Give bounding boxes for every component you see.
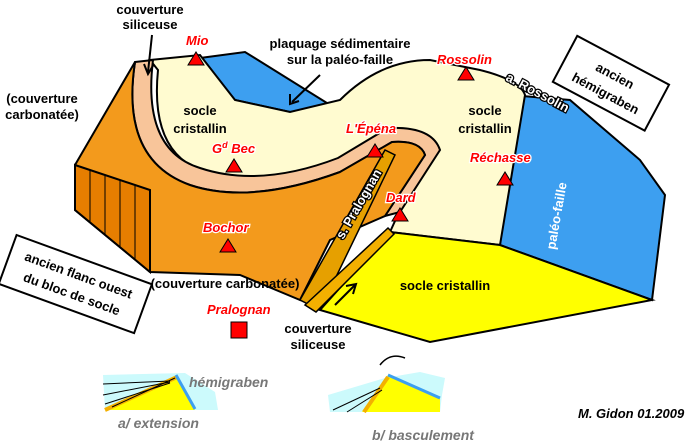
- summit-label-rossolin: Rossolin: [437, 52, 492, 67]
- bochor-triangle: [219, 238, 237, 253]
- dard-triangle: [391, 207, 409, 222]
- gd-bec-triangle: [225, 158, 243, 173]
- rechasse-triangle: [496, 171, 514, 186]
- summit-label-mio: Mio: [186, 33, 208, 48]
- pralognan-square: [230, 321, 248, 339]
- front-face-lines: [89, 170, 136, 260]
- summit-markers: [187, 51, 514, 339]
- credit: M. Gidon 01.2009: [578, 406, 685, 421]
- mio-triangle: [187, 51, 205, 66]
- summit-label-dard: Dard: [386, 190, 417, 205]
- summit-label-epena: L'Épéna: [346, 121, 396, 136]
- rotation-arrow-icon: [379, 355, 406, 366]
- rossolin-triangle: [457, 66, 475, 81]
- summit-label-rechasse: Réchasse: [470, 150, 531, 165]
- inset-basculement: b/ basculement: [328, 355, 475, 443]
- siliceous-edge: [303, 226, 396, 313]
- label-couverture-carbonatee-bottom: (couverture carbonatée): [151, 276, 300, 291]
- summit-label-bochor: Bochor: [203, 220, 249, 235]
- summit-label-gd-bec: Gd Bec: [212, 140, 256, 156]
- couverture-carbonatee-surface: [74, 61, 427, 302]
- front-face: [74, 163, 151, 275]
- svg-text:hémigraben: hémigraben: [189, 374, 268, 390]
- label-socle-cristallin-bottom: socle cristallin: [400, 278, 490, 293]
- svg-text:a/ extension: a/ extension: [118, 415, 199, 431]
- summit-label-pralognan: Pralognan: [207, 302, 271, 317]
- inset-extension: hémigraben a/ extension: [102, 373, 268, 431]
- pointer-arrows: [143, 34, 358, 306]
- epena-triangle: [366, 143, 384, 158]
- svg-text:b/ basculement: b/ basculement: [372, 427, 475, 443]
- box-ancien-hemigraben: ancienhémigraben: [551, 34, 671, 132]
